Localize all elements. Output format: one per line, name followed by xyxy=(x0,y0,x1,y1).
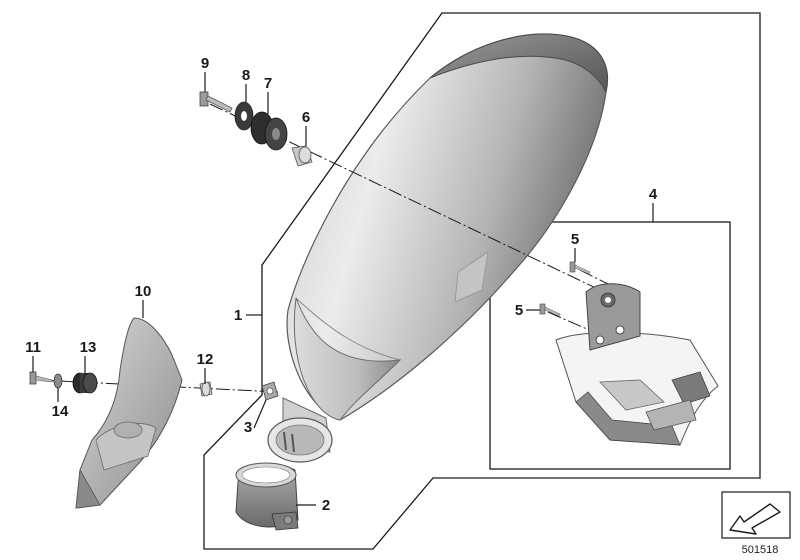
rear-silencer xyxy=(267,33,608,463)
silencer-emblem xyxy=(454,250,489,303)
callout-6: 6 xyxy=(302,109,310,126)
callout-5-upper: 5 xyxy=(571,231,579,248)
callout-3: 3 xyxy=(244,419,252,436)
callout-2: 2 xyxy=(322,497,330,514)
washer-part-14 xyxy=(53,373,63,389)
callout-1: 1 xyxy=(234,307,242,324)
arrow-icon xyxy=(729,503,781,535)
screw-part-5-lower xyxy=(539,303,561,317)
callout-12: 12 xyxy=(197,351,214,368)
spring-nut-part-3 xyxy=(261,381,279,401)
axis-bracket-screw-lower xyxy=(547,311,613,341)
silencer-seam xyxy=(295,297,401,361)
assembly-frame-1 xyxy=(203,12,761,550)
callout-11: 11 xyxy=(25,339,41,356)
silencer-end-cap xyxy=(429,33,608,94)
bolt-part-9 xyxy=(199,91,233,113)
sleeve-part-12 xyxy=(199,381,213,397)
silencer-body xyxy=(286,33,608,421)
bracket-assembly-part-4 xyxy=(555,283,719,446)
clamp-part-2 xyxy=(235,462,299,531)
screw-part-11 xyxy=(29,371,53,385)
orientation-symbol xyxy=(721,491,791,539)
callout-9: 9 xyxy=(201,55,209,72)
callout-14: 14 xyxy=(52,403,69,420)
rubber-grommet-part-7 xyxy=(250,111,288,151)
callout-8: 8 xyxy=(242,67,250,84)
heat-shield-part-10 xyxy=(75,317,183,509)
callout-13: 13 xyxy=(80,339,97,356)
callout-7: 7 xyxy=(264,75,272,92)
callout-5-lower: 5 xyxy=(515,302,523,319)
rubber-bush-part-13 xyxy=(72,372,98,394)
screw-part-5-upper xyxy=(569,261,591,275)
leader-3 xyxy=(253,399,267,429)
silencer-inlet-cone xyxy=(293,297,402,421)
washer-part-8 xyxy=(234,101,254,131)
spacer-sleeve-part-6 xyxy=(291,145,313,167)
assembly-frame-4 xyxy=(489,221,731,470)
reference-number: 501518 xyxy=(742,544,779,556)
callout-4: 4 xyxy=(649,186,658,203)
callout-10: 10 xyxy=(135,283,152,300)
